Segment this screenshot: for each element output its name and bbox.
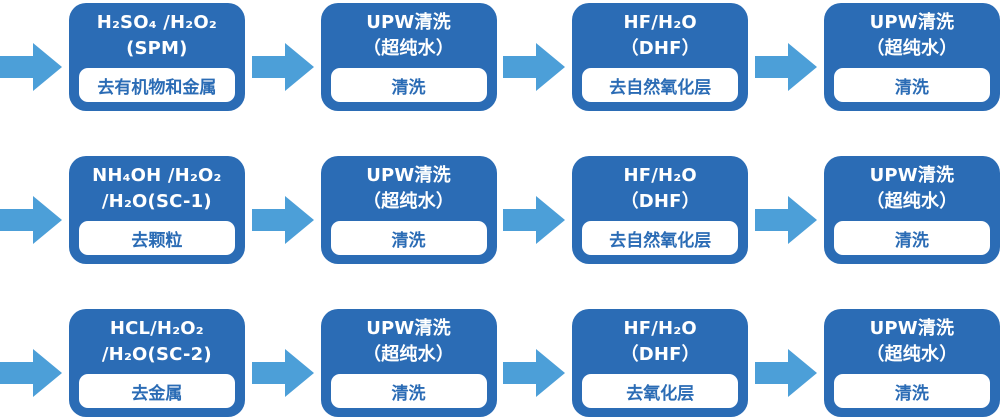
step-action-label: 清洗 (894, 77, 929, 98)
step-action-label: 去颗粒 (131, 230, 183, 251)
process-step-upw-rinse: UPW清洗 （超纯水） 清洗 (320, 309, 497, 417)
arrow-right-icon (755, 43, 818, 91)
step-title-line2: （超纯水） (866, 344, 958, 365)
step-title-line1: H₂SO₄ /H₂O₂ (96, 12, 217, 33)
step-title: UPW清洗 （超纯水） (824, 163, 1000, 215)
arrow-right-icon (503, 196, 566, 244)
step-title-line1: HF/H₂O (623, 12, 697, 33)
process-step-upw-rinse: UPW清洗 （超纯水） 清洗 (320, 3, 497, 111)
step-action-pill: 去自然氧化层 (582, 221, 739, 255)
process-step-dhf: HF/H₂O （DHF） 去自然氧化层 (572, 3, 749, 111)
process-step-upw-rinse: UPW清洗 （超纯水） 清洗 (320, 156, 497, 264)
step-title-line1: UPW清洗 (366, 12, 451, 33)
flow-row-3: HCL/H₂O₂ /H₂O(SC-2) 去金属 UPW清洗 （超纯水） 清洗 H… (0, 309, 1000, 417)
arrow-right-icon (755, 196, 818, 244)
step-action-label: 去有机物和金属 (97, 77, 217, 98)
step-title: HCL/H₂O₂ /H₂O(SC-2) (69, 316, 245, 368)
step-title-line2: （超纯水） (866, 38, 958, 59)
step-action-label: 去金属 (131, 383, 183, 404)
arrow-right-icon (0, 349, 62, 397)
step-title-line2: （超纯水） (363, 191, 455, 212)
step-action-pill: 清洗 (330, 374, 487, 408)
arrow-right-icon (503, 349, 566, 397)
step-title-line2: （DHF） (620, 38, 700, 59)
step-action-pill: 清洗 (833, 221, 990, 255)
step-action-label: 清洗 (894, 383, 929, 404)
step-title: H₂SO₄ /H₂O₂ (SPM) (69, 10, 245, 62)
step-action-pill: 去有机物和金属 (78, 68, 235, 102)
step-title-line1: UPW清洗 (869, 318, 955, 339)
flow-row-2: NH₄OH /H₂O₂ /H₂O(SC-1) 去颗粒 UPW清洗 （超纯水） 清… (0, 156, 1000, 264)
step-title: UPW清洗 （超纯水） (824, 316, 1000, 368)
arrow-right-icon (251, 196, 314, 244)
step-title: UPW清洗 （超纯水） (321, 316, 497, 368)
step-title: HF/H₂O （DHF） (572, 10, 748, 62)
step-title-line1: UPW清洗 (366, 318, 451, 339)
step-title-line1: HF/H₂O (623, 318, 697, 339)
arrow-right-icon (755, 349, 818, 397)
step-title-line1: UPW清洗 (366, 165, 451, 186)
step-action-pill: 去颗粒 (78, 221, 235, 255)
step-title-line2: (SPM) (126, 38, 188, 59)
step-title-line2: /H₂O(SC-1) (101, 191, 212, 212)
step-title: NH₄OH /H₂O₂ /H₂O(SC-1) (69, 163, 245, 215)
arrow-right-icon (251, 43, 314, 91)
process-step-dhf: HF/H₂O （DHF） 去自然氧化层 (572, 156, 749, 264)
step-title-line1: UPW清洗 (869, 12, 955, 33)
step-action-label: 去自然氧化层 (609, 77, 712, 98)
process-step-upw-rinse: UPW清洗 （超纯水） 清洗 (823, 3, 1000, 111)
step-action-pill: 清洗 (833, 68, 990, 102)
step-title-line2: （超纯水） (363, 344, 455, 365)
step-action-pill: 去金属 (78, 374, 235, 408)
step-title-line2: （DHF） (620, 344, 700, 365)
arrow-right-icon (251, 349, 314, 397)
arrow-right-icon (0, 43, 62, 91)
step-title-line1: NH₄OH /H₂O₂ (92, 165, 222, 186)
process-step-sc2: HCL/H₂O₂ /H₂O(SC-2) 去金属 (68, 309, 245, 417)
step-title-line2: （DHF） (620, 191, 700, 212)
step-title-line1: HCL/H₂O₂ (109, 318, 204, 339)
step-action-pill: 清洗 (330, 68, 487, 102)
flow-row-1: H₂SO₄ /H₂O₂ (SPM) 去有机物和金属 UPW清洗 （超纯水） 清洗… (0, 3, 1000, 111)
process-step-dhf: HF/H₂O （DHF） 去氧化层 (572, 309, 749, 417)
arrow-right-icon (0, 196, 62, 244)
step-title: HF/H₂O （DHF） (572, 163, 748, 215)
step-action-label: 去自然氧化层 (609, 230, 712, 251)
arrow-right-icon (503, 43, 566, 91)
step-action-label: 清洗 (894, 230, 929, 251)
step-title-line2: /H₂O(SC-2) (101, 344, 212, 365)
step-action-pill: 去自然氧化层 (582, 68, 739, 102)
step-title: HF/H₂O （DHF） (572, 316, 748, 368)
step-title-line2: （超纯水） (866, 191, 958, 212)
process-step-spm: H₂SO₄ /H₂O₂ (SPM) 去有机物和金属 (68, 3, 245, 111)
process-step-upw-rinse: UPW清洗 （超纯水） 清洗 (823, 156, 1000, 264)
process-step-upw-rinse: UPW清洗 （超纯水） 清洗 (823, 309, 1000, 417)
step-action-label: 清洗 (391, 77, 426, 98)
step-action-pill: 清洗 (833, 374, 990, 408)
step-action-label: 清洗 (391, 230, 426, 251)
process-step-sc1: NH₄OH /H₂O₂ /H₂O(SC-1) 去颗粒 (68, 156, 245, 264)
step-title: UPW清洗 （超纯水） (321, 10, 497, 62)
step-action-label: 清洗 (391, 383, 426, 404)
step-action-pill: 清洗 (330, 221, 487, 255)
step-title-line1: HF/H₂O (623, 165, 697, 186)
step-title: UPW清洗 （超纯水） (824, 10, 1000, 62)
step-action-label: 去氧化层 (626, 383, 695, 404)
step-title-line2: （超纯水） (363, 38, 455, 59)
step-title: UPW清洗 （超纯水） (321, 163, 497, 215)
step-title-line1: UPW清洗 (869, 165, 955, 186)
step-action-pill: 去氧化层 (582, 374, 739, 408)
